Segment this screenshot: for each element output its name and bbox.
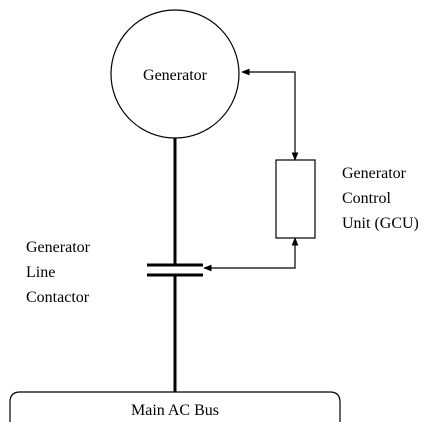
gcu-label-line-3: Unit (GCU)	[342, 215, 419, 232]
bus-label: Main AC Bus	[131, 402, 219, 419]
gcu-contactor-connection	[203, 237, 299, 272]
gcu-label-line-1: Generator	[342, 165, 407, 182]
generator-label: Generator	[143, 67, 208, 84]
line-contactor-label-line-1: Generator	[26, 239, 91, 256]
line-contactor-label: Generator Line Contactor	[26, 239, 94, 306]
gcu-label-line-2: Control	[342, 190, 391, 207]
main-ac-bus: Main AC Bus	[9, 391, 341, 422]
bus-outline	[9, 391, 341, 422]
line-contactor-label-line-3: Contactor	[26, 289, 90, 306]
line-contactor-symbol	[147, 263, 203, 277]
gcu-generator-connection	[241, 68, 299, 161]
generator: Generator	[110, 9, 240, 139]
gcu-box	[275, 159, 316, 239]
gcu-label: Generator Control Unit (GCU)	[342, 165, 419, 232]
line-contactor-label-line-2: Line	[26, 264, 55, 281]
